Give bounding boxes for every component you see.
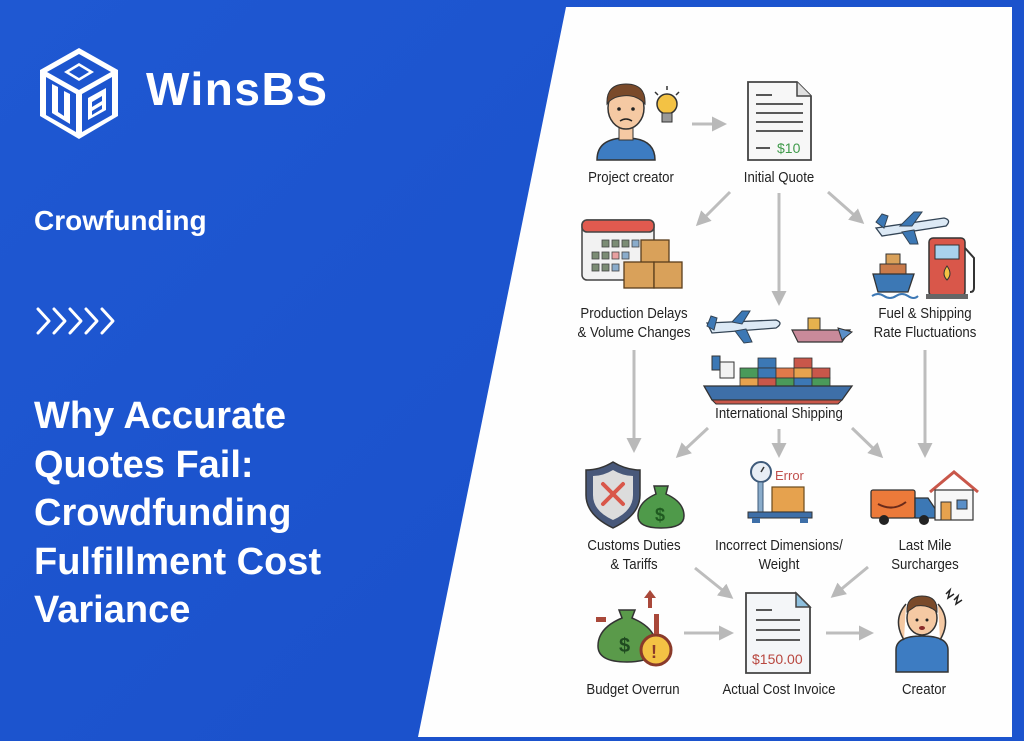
plane-ship-fuel-pump-icon	[871, 211, 975, 299]
label-line: Last Mile	[898, 537, 952, 554]
arrow	[830, 565, 869, 598]
node-label-international-shipping: International Shipping	[715, 405, 843, 422]
stressed-person-icon	[895, 587, 963, 673]
invoice-amount: $150.00	[752, 651, 803, 667]
brand-name: WinsBS	[146, 63, 329, 115]
label-line: & Volume Changes	[577, 324, 691, 341]
money-bag-warning-icon: $ !	[596, 590, 673, 667]
node-label-creator: Creator	[901, 681, 947, 698]
node-label-initial-quote: Initial Quote	[743, 169, 815, 186]
node-label-customs-duties: Customs Duties & Tariffs	[587, 536, 680, 574]
node-label-fuel-shipping: Fuel & Shipping Rate Fluctuations	[874, 304, 977, 342]
delivery-truck-and-house-icon	[870, 470, 979, 525]
node-label-budget-overrun: Budget Overrun	[586, 681, 680, 698]
label-line: Fuel & Shipping	[878, 305, 972, 322]
worried-person-with-lightbulb-icon	[596, 83, 680, 161]
headline-line: Why Accurate	[34, 395, 286, 437]
label-line: Incorrect Dimensions/	[715, 537, 843, 554]
headline-line: Quotes Fail:	[34, 443, 254, 486]
arrow	[850, 426, 884, 459]
arrow	[695, 190, 732, 227]
plane-and-boat-icon	[705, 310, 854, 344]
calendar-and-boxes-icon	[581, 219, 683, 289]
headline: Why Accurate Quotes Fail: Crowdfunding F…	[34, 392, 414, 635]
cube-logo-icon	[40, 48, 118, 139]
arrow	[827, 190, 865, 224]
node-label-project-creator: Project creator	[588, 169, 674, 186]
quote-amount: $10	[777, 140, 801, 156]
label-line: Weight	[758, 556, 800, 573]
arrow	[694, 566, 734, 599]
label-line: Surcharges	[891, 556, 959, 573]
headline-line: Fulfillment Cost	[34, 540, 322, 583]
node-label-last-mile: Last Mile Surcharges	[891, 536, 959, 574]
node-label-production-delays: Production Delays & Volume Changes	[577, 304, 690, 342]
label-line: Customs Duties	[587, 537, 681, 554]
error-badge: Error	[775, 468, 805, 483]
cargo-ship-icon	[702, 355, 854, 405]
headline-line: Crowdfunding	[34, 492, 292, 534]
headline-line: Variance	[34, 589, 191, 631]
document-icon: $10	[747, 81, 812, 161]
diagram-arrows	[626, 116, 933, 641]
category-label: Crowfunding	[34, 205, 207, 236]
arrow	[675, 426, 710, 459]
svg-text:$: $	[655, 505, 665, 525]
label-line: Rate Fluctuations	[873, 324, 977, 341]
invoice-document-icon: $150.00	[745, 591, 812, 674]
shield-x-and-money-bag-icon: $	[585, 461, 685, 529]
node-label-actual-invoice: Actual Cost Invoice	[722, 681, 836, 698]
node-label-incorrect-dimensions: Incorrect Dimensions/ Weight	[715, 536, 843, 574]
svg-text:!: !	[651, 642, 657, 662]
svg-text:$: $	[619, 635, 630, 657]
label-line: & Tariffs	[610, 556, 658, 573]
scale-with-box-icon: Error	[747, 461, 813, 523]
label-line: Production Delays	[580, 305, 688, 322]
chevrons-right-icon	[36, 307, 115, 335]
